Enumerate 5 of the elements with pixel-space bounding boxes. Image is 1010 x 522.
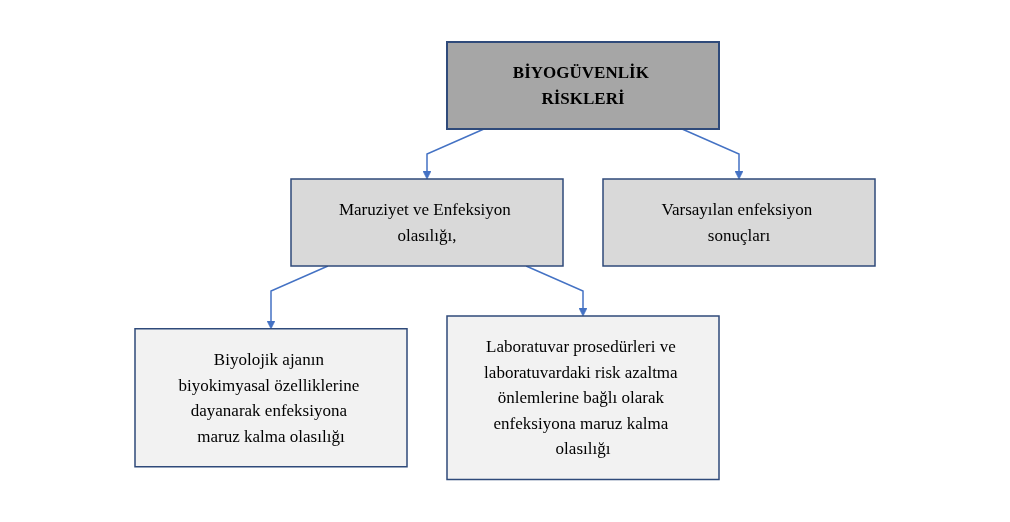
- node-box: Laboratuvar prosedürleri ve laboratuvardaki risk azaltma önlemlerine bağlı olarak enfeksiyona maruz kalma olasılığı: [446, 315, 720, 481]
- node-box: Biyolojik ajanın biyokimyasal özelliklerine dayanarak enfeksiyona maruz kalma olasılığı: [134, 328, 408, 468]
- node-box: Varsayılan enfeksiyon sonuçları: [602, 178, 876, 267]
- node-box: BİYOGÜVENLİK RİSKLERİ: [446, 41, 720, 131]
- node-box: Maruziyet ve Enfeksiyon olasılığı,: [290, 178, 564, 267]
